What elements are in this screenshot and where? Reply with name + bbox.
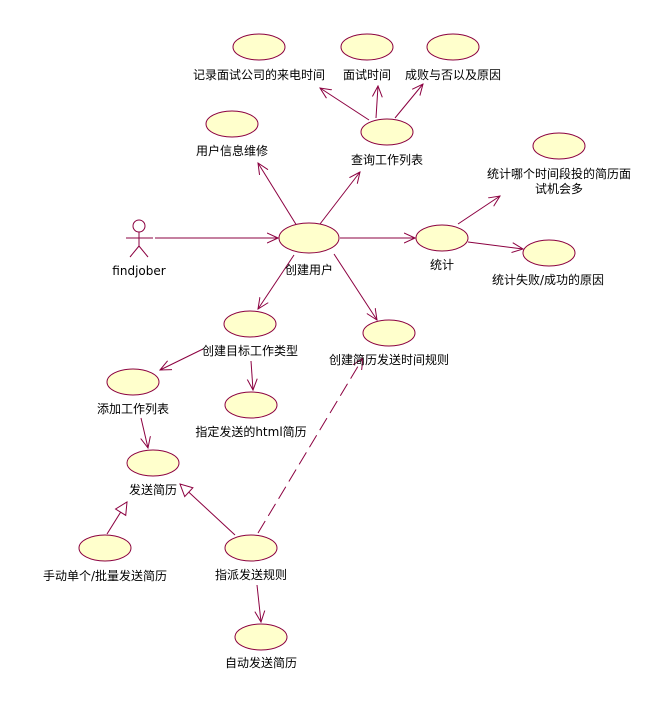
edge-statistics-fail-reason xyxy=(467,241,523,249)
label-actor-findjober: findjober xyxy=(112,264,165,278)
edge-query-jobs-success-reason xyxy=(394,84,423,119)
labels: findjober 记录面试公司的来电时间 面试时间 成败与否以及原因 用户信息… xyxy=(43,67,631,670)
edge-assign-rule-send-rule-dependency xyxy=(257,358,363,534)
use-case-ellipses xyxy=(78,33,586,651)
uc-create-user[interactable] xyxy=(278,222,340,254)
actor-left-leg xyxy=(129,245,140,258)
label-add-job-list: 添加工作列表 xyxy=(97,402,169,416)
label-statistics: 统计 xyxy=(430,258,454,272)
label-specify-html-resume: 指定发送的html简历 xyxy=(195,424,306,439)
actor-head xyxy=(132,219,146,233)
label-record-call-time: 记录面试公司的来电时间 xyxy=(193,67,325,82)
label-create-user: 创建用户 xyxy=(285,262,333,277)
uc-assign-send-rule[interactable] xyxy=(224,534,278,562)
label-create-resume-send-rule: 创建简历发送时间规则 xyxy=(329,352,449,367)
edge-create-user-user-info xyxy=(258,163,298,227)
label-send-resume: 发送简历 xyxy=(129,482,177,497)
label-assign-send-rule: 指派发送规则 xyxy=(215,567,287,582)
edge-query-jobs-interview-time xyxy=(376,86,378,119)
label-success-or-not-reason: 成败与否以及原因 xyxy=(405,67,501,82)
actor-findjober[interactable] xyxy=(126,219,153,258)
uc-record-call-time[interactable] xyxy=(232,33,286,61)
uc-stats-time-period[interactable] xyxy=(532,132,586,160)
uc-user-info-maintenance[interactable] xyxy=(205,110,259,138)
label-manual-send: 手动单个/批量发送简历 xyxy=(43,568,167,583)
edge-create-user-send-rule xyxy=(333,253,377,320)
uc-manual-send[interactable] xyxy=(78,534,132,562)
uc-specify-html-resume[interactable] xyxy=(224,391,278,419)
edges xyxy=(106,84,523,622)
edge-statistics-time-period xyxy=(457,196,500,225)
label-query-job-list: 查询工作列表 xyxy=(351,153,423,167)
edge-target-type-html-resume xyxy=(251,360,253,390)
edge-assign-rule-auto-send xyxy=(257,584,261,622)
uc-send-resume[interactable] xyxy=(126,449,180,477)
uc-statistics[interactable] xyxy=(415,224,469,252)
label-stats-fail-success-reason: 统计失败/成功的原因 xyxy=(492,272,604,287)
uc-interview-time[interactable] xyxy=(340,33,394,61)
edge-create-user-target-job-type xyxy=(258,254,295,309)
label-user-info-maintenance: 用户信息维修 xyxy=(196,143,268,158)
edge-add-job-list-send-resume xyxy=(141,417,148,448)
uc-auto-send[interactable] xyxy=(234,623,288,651)
label-stats-time-period-line2: 试机会多 xyxy=(535,181,583,196)
uc-add-job-list[interactable] xyxy=(106,368,160,396)
actor-right-leg xyxy=(138,245,149,258)
edge-create-user-query-jobs xyxy=(319,172,360,225)
uc-query-job-list[interactable] xyxy=(360,118,414,146)
uc-stats-fail-success-reason[interactable] xyxy=(522,239,576,267)
edge-target-type-add-job-list xyxy=(160,348,204,370)
label-create-target-job-type: 创建目标工作类型 xyxy=(202,344,298,358)
edge-manual-send-generalization xyxy=(106,502,127,535)
label-interview-time: 面试时间 xyxy=(343,67,391,82)
label-auto-send: 自动发送简历 xyxy=(225,655,297,670)
uc-create-target-job-type[interactable] xyxy=(223,310,277,338)
edge-query-jobs-call-time xyxy=(320,88,370,121)
label-stats-time-period-line1: 统计哪个时间段投的简历面 xyxy=(487,166,631,181)
uc-success-or-not-reason[interactable] xyxy=(426,33,480,61)
uc-create-resume-send-rule[interactable] xyxy=(362,319,416,347)
edge-assign-rule-generalization xyxy=(180,484,236,536)
